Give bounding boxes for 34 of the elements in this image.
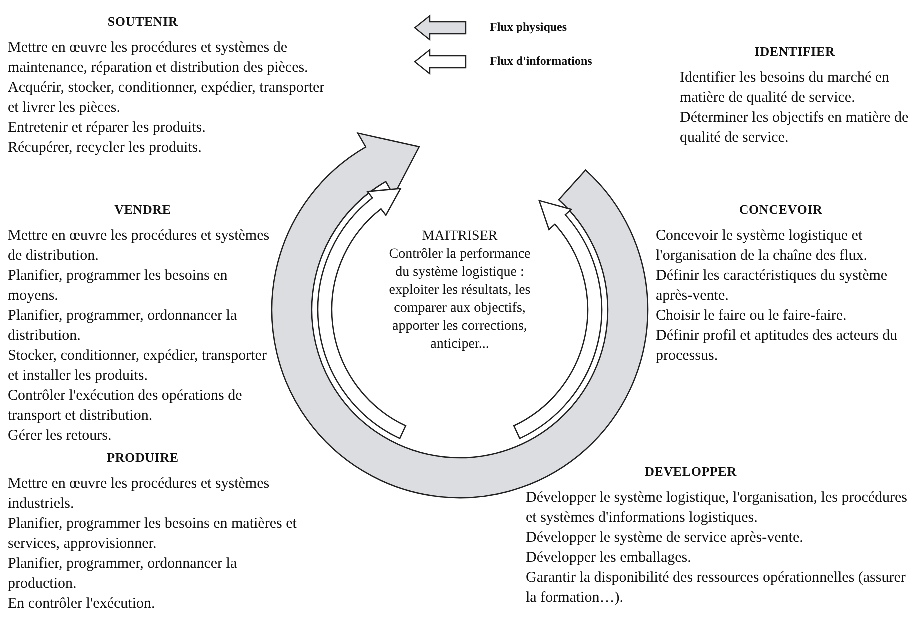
task-text: Définir profil et aptitudes des acteurs du processus. — [656, 327, 899, 366]
task-text: Définir les caractéristiques du système après-vente. — [656, 267, 889, 306]
center-text: Contrôler la performance du système logistique : exploiter les résultats, les comparer aux objectifs, apporter les corrections, anticiper... — [388, 246, 532, 354]
section-heading: DEVELOPPER — [645, 463, 737, 481]
task-text: Planifier, programmer les besoins en matières et services, approvisionner. — [8, 515, 298, 554]
section-heading: PRODUIRE — [107, 449, 179, 467]
task-text: Développer le système logistique, l'organisation, les procédures et systèmes d'informations logistiques. — [526, 489, 908, 528]
task-text: Récupérer, recycler les produits. — [8, 139, 202, 158]
section-heading: VENDRE — [114, 201, 172, 219]
task-text: Contrôler l'exécution des opérations de transport et distribution. — [8, 387, 244, 426]
task-text: Acquérir, stocker, conditionner, expédier, transporter et livrer les pièces. — [8, 79, 326, 118]
center-heading: MAITRISER — [421, 228, 499, 246]
task-text: Stocker, conditionner, expédier, transporter et installer les produits. — [8, 347, 268, 386]
legend-label: Flux physiques — [490, 20, 568, 35]
task-text: Choisir le faire ou le faire-faire. — [656, 307, 847, 326]
task-text: Développer le système de service après-vente. — [526, 529, 804, 548]
task-text: Mettre en œuvre les procédures et systèmes de maintenance, réparation et distribution des pièces. — [8, 39, 310, 78]
task-text: Garantir la disponibilité des ressources opérationnelles (assurer la formation…). — [526, 569, 907, 608]
task-text: Déterminer les objectifs en matière de qualité de service. — [680, 109, 910, 148]
task-text: Gérer les retours. — [8, 427, 112, 446]
task-text: En contrôler l'exécution. — [8, 595, 156, 614]
task-text: Planifier, programmer, ordonnancer la distribution. — [8, 307, 238, 346]
section-heading: SOUTENIR — [108, 13, 178, 31]
task-text: Planifier, programmer les besoins en moyens. — [8, 267, 229, 306]
section-heading: CONCEVOIR — [739, 201, 823, 219]
section-heading: IDENTIFIER — [754, 43, 836, 61]
task-text: Planifier, programmer, ordonnancer la production. — [8, 555, 238, 594]
task-text: Identifier les besoins du marché en matière de qualité de service. — [680, 69, 891, 108]
legend-label: Flux d'informations — [490, 54, 592, 69]
task-text: Entretenir et réparer les produits. — [8, 119, 206, 138]
task-text: Développer les emballages. — [526, 549, 692, 568]
task-text: Concevoir le système logistique et l'organisation de la chaîne des flux. — [656, 227, 869, 266]
task-text: Mettre en œuvre les procédures et systèmes industriels. — [8, 475, 271, 514]
task-text: Mettre en œuvre les procédures et systèmes de distribution. — [8, 227, 270, 266]
